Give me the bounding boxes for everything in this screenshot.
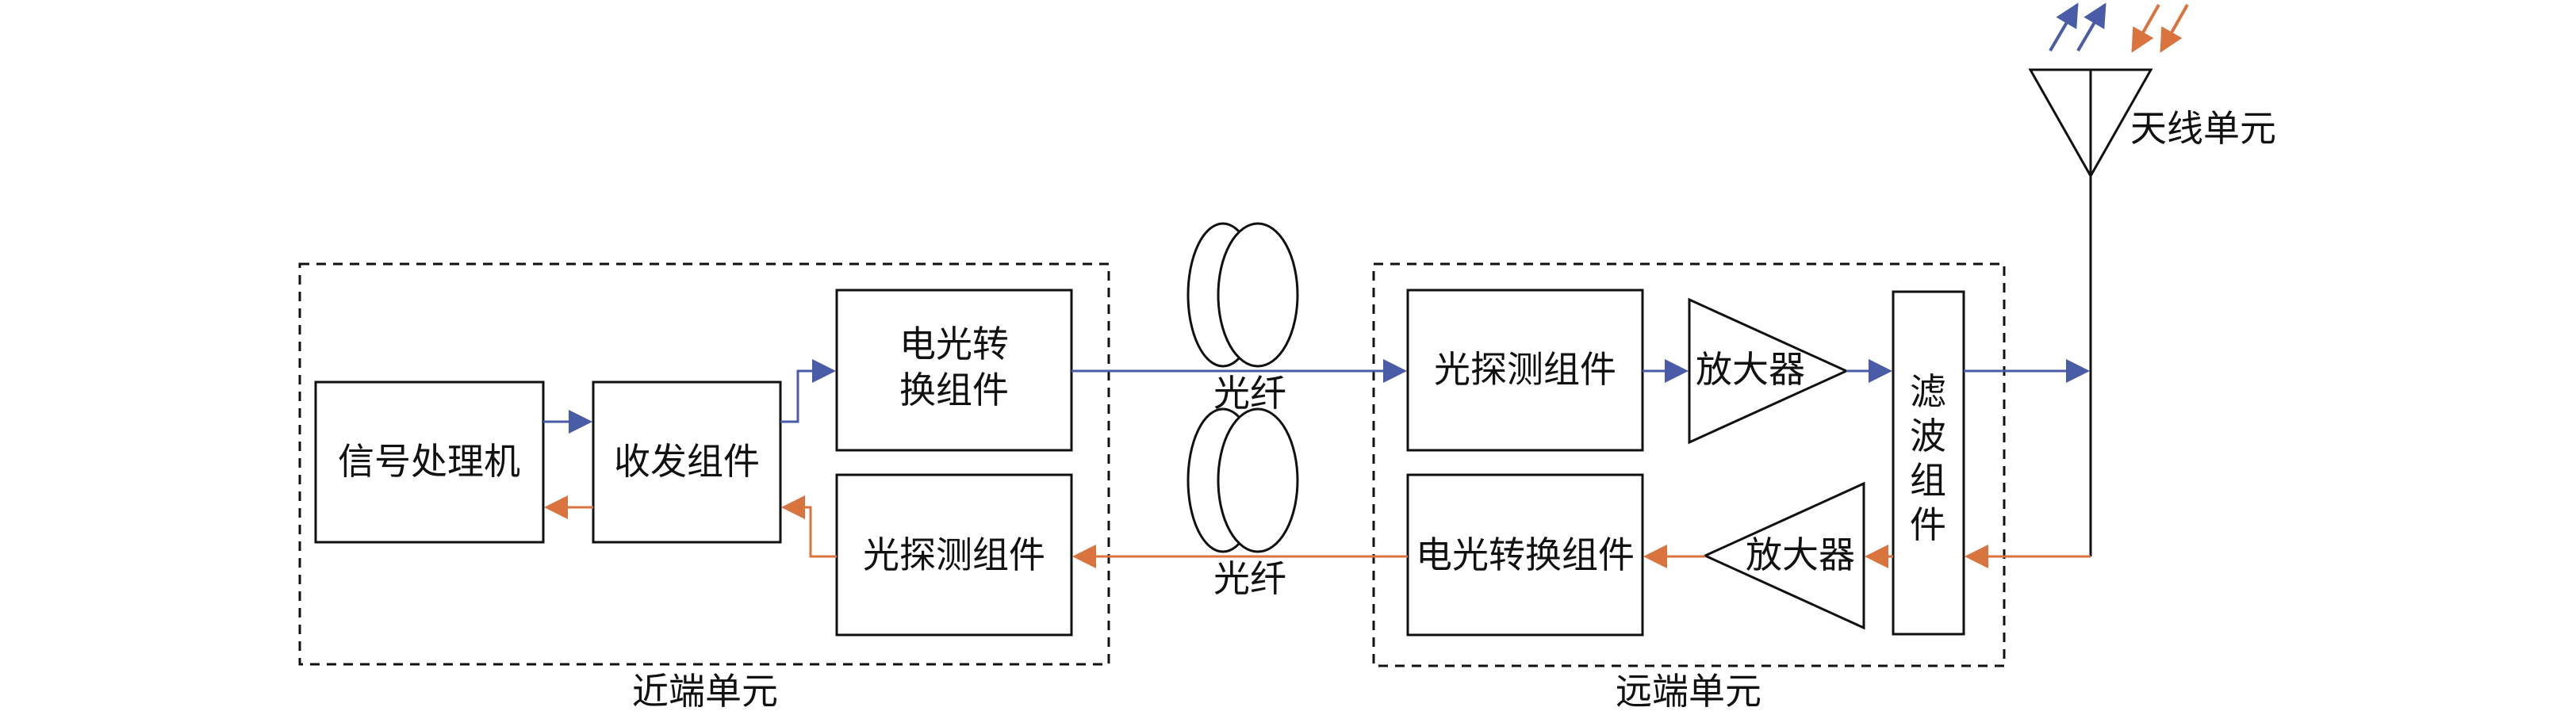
antenna-icon	[2028, 68, 2153, 556]
filter-block	[1892, 290, 1965, 636]
signal-processor-label: 信号处理机	[338, 440, 520, 483]
amplifier-rx-triangle	[1702, 481, 1865, 630]
transceiver-label: 收发组件	[614, 440, 760, 483]
eo-converter-near-label-line2: 换组件	[899, 369, 1009, 411]
filter-label-line4: 件	[1910, 503, 1946, 546]
eo-converter-remote-label: 电光转换组件	[1416, 533, 1635, 576]
transceiver-block	[592, 380, 782, 544]
remote-unit-label: 远端单元	[1616, 670, 1761, 713]
amplifier-tx-triangle	[1688, 297, 1850, 445]
photodetector-near-block	[835, 473, 1073, 637]
photodetector-remote-block	[1406, 289, 1644, 452]
eo-converter-near-label-line1: 电光转	[899, 323, 1009, 365]
fiber-coil-bottom	[1186, 407, 1299, 553]
near-unit-boundary	[298, 262, 1110, 666]
amplifier-tx-label: 放大器	[1696, 348, 1805, 391]
signal-processor-block	[314, 380, 545, 544]
forward-signal-path	[543, 359, 2090, 434]
radiation-arrows	[2049, 2, 2189, 53]
eo-converter-remote-block	[1406, 473, 1644, 637]
fiber-top-label: 光纤	[1213, 372, 1286, 415]
return-signal-path	[544, 495, 2091, 568]
near-unit-label: 近端单元	[632, 670, 778, 713]
antenna-unit-label: 天线单元	[2130, 107, 2276, 150]
amplifier-rx-label: 放大器	[1746, 533, 1855, 576]
filter-label-line1: 滤	[1910, 370, 1946, 413]
photodetector-remote-label: 光探测组件	[1434, 348, 1616, 391]
filter-label-line3: 组	[1910, 459, 1946, 502]
filter-label-line2: 波	[1910, 415, 1946, 457]
eo-converter-near-block	[835, 289, 1073, 452]
fiber-bottom-label: 光纤	[1213, 557, 1286, 600]
fiber-coil-top	[1186, 222, 1299, 368]
photodetector-near-label: 光探测组件	[863, 533, 1045, 576]
